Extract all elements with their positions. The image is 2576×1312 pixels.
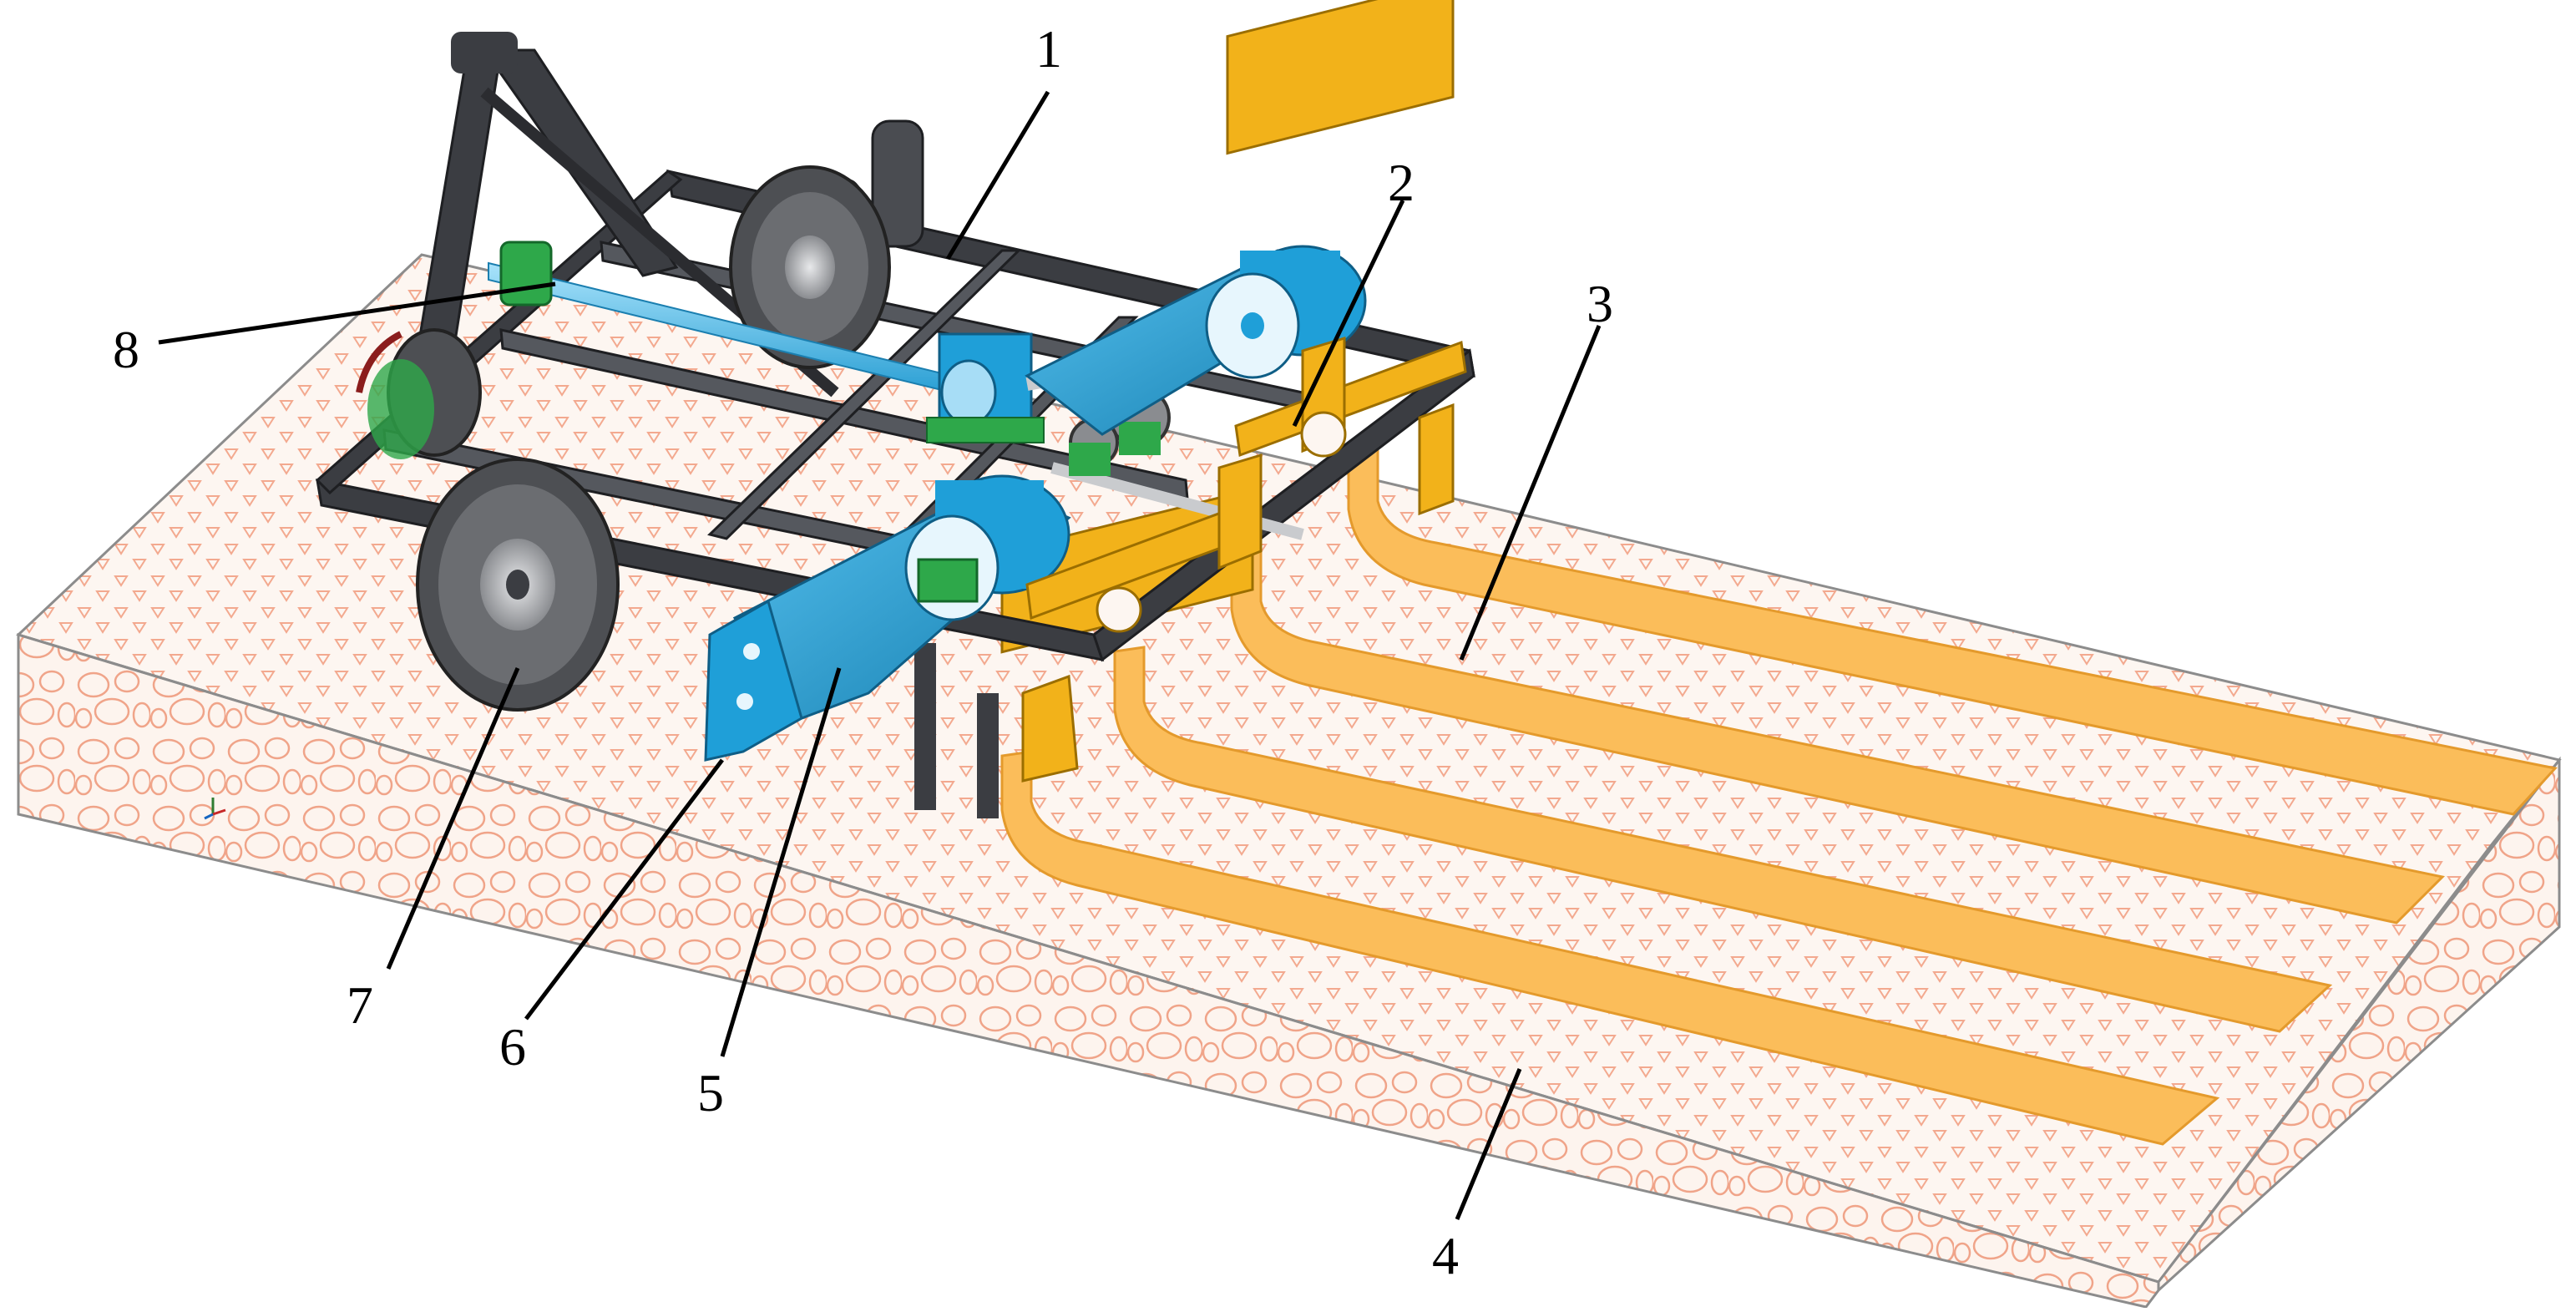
axis-triad-icon (204, 798, 226, 820)
leader-8 (158, 281, 556, 345)
callout-3: 3 (1587, 274, 1613, 333)
leader-6 (524, 758, 724, 1021)
lower-blue-drum (904, 474, 1070, 621)
callout-1: 1 (1035, 19, 1062, 79)
leader-lines (158, 90, 1602, 1220)
rear-wheel (729, 165, 891, 369)
side-wheel (356, 328, 482, 459)
trench-3 (1113, 646, 2333, 1033)
soil-right-face (2157, 756, 2561, 1294)
callout-2: 2 (1388, 153, 1415, 212)
callout-labels: 1 2 3 4 5 6 7 8 (113, 19, 1613, 1285)
ditching-blade (704, 599, 803, 762)
callout-6: 6 (499, 1017, 526, 1076)
ditching-units (704, 245, 1367, 762)
trench-4 (1000, 750, 2220, 1146)
trench-rows (1000, 445, 2558, 1146)
wheels (356, 165, 891, 712)
leader-2 (1292, 199, 1405, 428)
leader-1 (945, 90, 1050, 261)
callout-8: 8 (113, 320, 139, 379)
trench-2 (1230, 545, 2446, 924)
leader-7 (386, 667, 520, 970)
rear-gold-frame (1021, 336, 1467, 783)
callout-4: 4 (1432, 1226, 1459, 1285)
upper-blue-drum (1205, 245, 1367, 379)
leader-4 (1455, 1068, 1522, 1220)
callout-5: 5 (697, 1063, 724, 1122)
trench-1 (1347, 445, 2558, 816)
leader-3 (1459, 325, 1602, 661)
front-wheel (416, 458, 620, 712)
callout-7: 7 (347, 975, 373, 1035)
leader-5 (720, 667, 842, 1057)
